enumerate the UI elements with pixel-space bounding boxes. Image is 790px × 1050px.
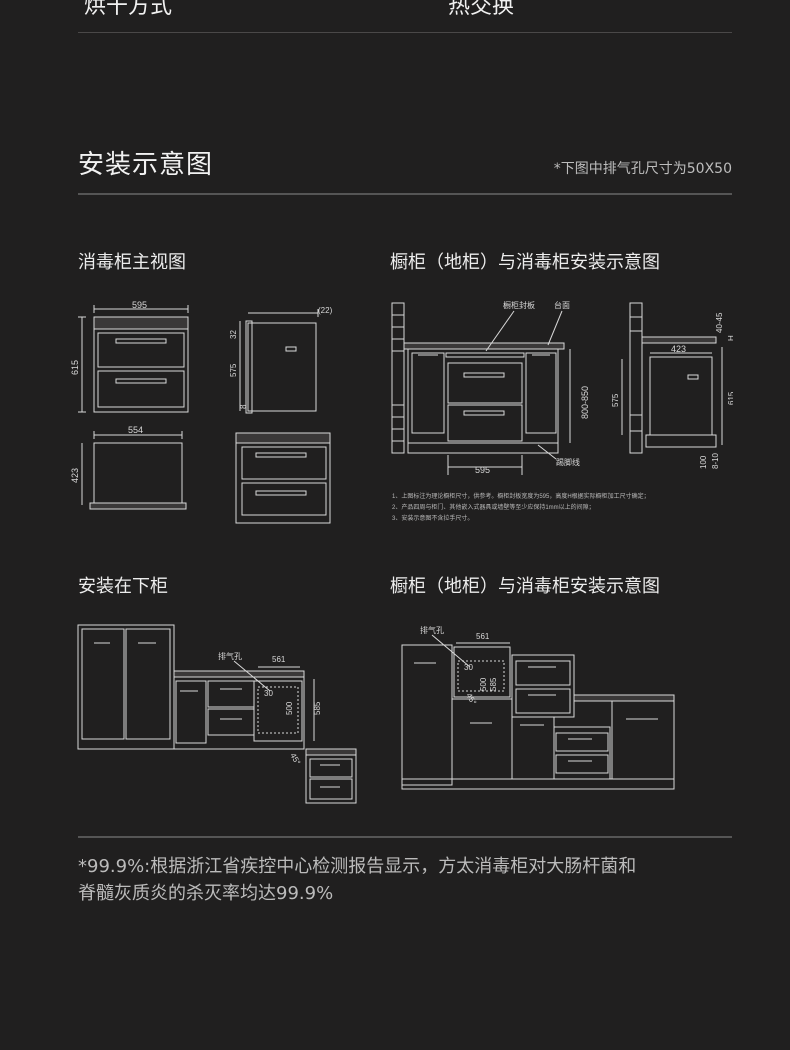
dim-40-45: 40-45 xyxy=(715,312,724,333)
dim-45: 45° xyxy=(464,692,478,707)
dim-585: 585 xyxy=(489,677,498,691)
dim-500: 500 xyxy=(285,701,294,715)
note-2: 2、产品四周与柜门、其他嵌入式器具或墙壁等至少应保持1mm以上的间隙； xyxy=(392,503,595,511)
below-install-title: 安装在下柜 xyxy=(78,576,168,597)
label-skirting: 踢脚线 xyxy=(556,457,580,467)
cabinet-install-2-title: 橱柜（地柜）与消毒柜安装示意图 xyxy=(390,576,660,597)
dim-615: 615 xyxy=(70,360,80,375)
dim-H: H xyxy=(727,335,733,341)
dim-575: 575 xyxy=(611,393,620,407)
dim-22: (22) xyxy=(318,306,333,315)
label-vent: 排气孔 xyxy=(420,625,444,635)
dim-561: 561 xyxy=(272,655,286,664)
divider xyxy=(78,32,732,33)
dim-100: 100 xyxy=(699,455,708,469)
dim-595: 595 xyxy=(475,465,490,475)
section-note: *下图中排气孔尺寸为50X50 xyxy=(553,161,732,177)
footnote-line-1: *99.9%:根据浙江省疾控中心检测报告显示，方太消毒柜对大肠杆菌和 xyxy=(78,856,637,877)
footnote-line-2: 脊髓灰质炎的杀灭率均达99.9% xyxy=(78,883,334,904)
front-view-diagram: 595 615 (22) 32 575 8 554 423 xyxy=(70,300,333,524)
cabinet-install-title: 橱柜（地柜）与消毒柜安装示意图 xyxy=(390,252,660,273)
dim-423: 423 xyxy=(70,468,80,483)
dim-30: 30 xyxy=(464,663,473,672)
dim-8: 8 xyxy=(239,404,248,409)
label-vent: 排气孔 xyxy=(218,651,242,661)
dim-615: 615 xyxy=(727,391,733,405)
dim-30: 30 xyxy=(264,689,273,698)
label-counter: 台面 xyxy=(554,300,570,310)
dim-554: 554 xyxy=(128,425,143,435)
dim-575: 575 xyxy=(229,363,238,377)
top-row-left-label: 烘干方式 xyxy=(84,0,173,19)
section-title: 安装示意图 xyxy=(78,150,214,180)
top-row-right-value: 热交换 xyxy=(448,0,515,19)
dim-500: 500 xyxy=(479,677,488,691)
dim-423: 423 xyxy=(671,344,686,354)
dim-595: 595 xyxy=(132,300,147,310)
dim-561: 561 xyxy=(476,632,490,641)
dim-45: 45° xyxy=(288,752,302,767)
note-1: 1、上图标注为理论橱柜尺寸，供参考。橱柜封板宽度为595，高度H根据实际橱柜加工… xyxy=(392,492,650,500)
dim-800-850: 800-850 xyxy=(580,386,590,419)
dim-8-10: 8-10 xyxy=(711,452,720,469)
dim-585: 585 xyxy=(313,701,322,715)
cabinet-install-diagram: 595 橱柜封板 台面 800-850 踢脚线 423 575 615 40-4… xyxy=(391,300,733,522)
note-3: 3、安装示意图不含拉手尺寸。 xyxy=(392,514,473,522)
label-cabinet-board: 橱柜封板 xyxy=(503,300,535,310)
dim-32: 32 xyxy=(229,330,238,339)
front-view-title: 消毒柜主视图 xyxy=(78,252,186,273)
cabinet-install-2-diagram: 排气孔 561 30 500 585 45° xyxy=(401,625,675,790)
below-install-diagram: 排气孔 561 30 500 585 45° xyxy=(77,624,357,804)
footnote-divider xyxy=(78,836,732,838)
section-divider xyxy=(78,193,732,195)
